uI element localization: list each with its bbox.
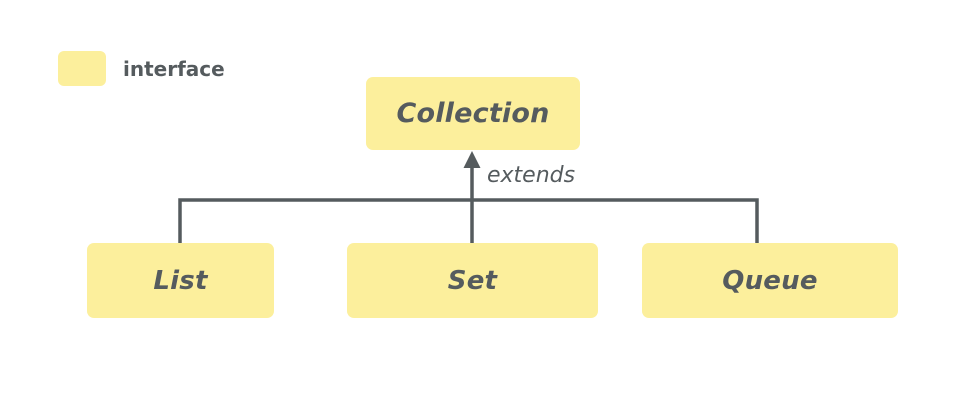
class-node-set-label: Set <box>447 265 498 296</box>
class-node-queue[interactable]: Queue <box>642 243 898 318</box>
edge-label-extends: extends <box>487 163 576 188</box>
connector-bus-list <box>178 198 472 243</box>
extends-arrowhead <box>463 151 481 168</box>
class-node-collection[interactable]: Collection <box>366 77 580 150</box>
class-node-queue-label: Queue <box>722 265 818 296</box>
class-node-list-label: List <box>153 265 208 296</box>
class-node-collection-label: Collection <box>396 98 550 129</box>
connector-bus-queue <box>472 198 759 243</box>
class-node-set[interactable]: Set <box>347 243 598 318</box>
legend: interface <box>58 51 225 86</box>
interface-color-swatch <box>58 51 106 86</box>
legend-label-interface: interface <box>123 56 225 81</box>
class-node-list[interactable]: List <box>87 243 274 318</box>
